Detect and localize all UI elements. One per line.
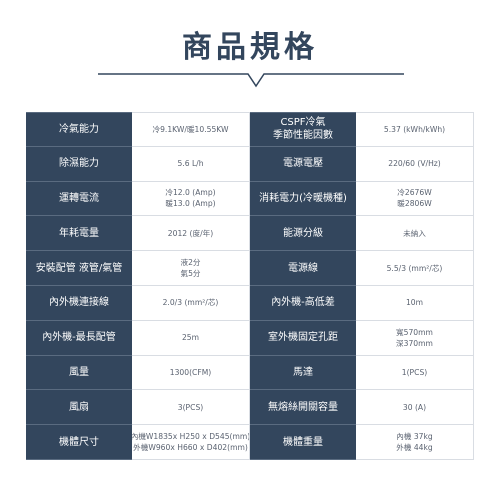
- spec-label-text: 年耗電量: [59, 227, 99, 239]
- spec-label: 冷氣能力: [26, 112, 132, 147]
- spec-label: 內外機連接線: [26, 285, 132, 321]
- spec-label: 消耗電力(冷暖機種): [250, 181, 356, 217]
- spec-label-text: 運轉電流: [59, 192, 99, 204]
- spec-value-text: 10m: [405, 298, 424, 308]
- spec-label: 風量: [26, 355, 132, 391]
- spec-value-text: 內機 37kg: [396, 432, 433, 442]
- spec-value: 未納入: [356, 216, 474, 252]
- spec-label-text: 機體尺寸: [59, 436, 99, 448]
- spec-label: 內外機-最長配管: [26, 320, 132, 356]
- spec-value-text: 氣5分: [180, 269, 201, 279]
- spec-value-text: 1(PCS): [401, 367, 428, 377]
- spec-label: 馬達: [250, 355, 356, 391]
- spec-label: CSPF冷氣季節性能因數: [250, 112, 356, 147]
- spec-value: 1(PCS): [356, 355, 474, 391]
- spec-value-text: 冷12.0 (Amp): [165, 188, 216, 198]
- spec-label: 機體重量: [250, 425, 356, 460]
- spec-label-text: CSPF冷氣: [280, 117, 326, 129]
- spec-label: 除濕能力: [26, 146, 132, 182]
- spec-label: 室外機固定孔距: [250, 320, 356, 356]
- spec-value-text: 220/60 (V/Hz): [388, 159, 441, 169]
- spec-value-text: 2012 (度/年): [167, 228, 214, 238]
- spec-value-text: 2.0/3 (mm²/芯): [162, 298, 219, 308]
- spec-label: 內外機-高低差: [250, 285, 356, 321]
- spec-value: 5.5/3 (mm²/芯): [356, 251, 474, 286]
- spec-label: 電源線: [250, 251, 356, 286]
- spec-value-text: 25m: [181, 333, 200, 343]
- spec-label-text: 內外機-最長配管: [42, 332, 116, 344]
- spec-label: 無熔絲開關容量: [250, 390, 356, 426]
- spec-value: 5.6 L/h: [132, 146, 250, 182]
- spec-value-text: 外機W960x H660 x D402(mm): [133, 443, 248, 453]
- spec-value: 冷9.1KW/暖10.55KW: [132, 112, 250, 147]
- spec-value-text: 30 (A): [402, 402, 427, 412]
- spec-value-text: 冷2676W: [397, 188, 432, 198]
- spec-label-text: 馬達: [293, 366, 313, 378]
- spec-label: 安裝配管 液管/氣管: [26, 251, 132, 286]
- spec-value-text: 冷9.1KW/暖10.55KW: [152, 124, 229, 134]
- spec-label: 電源電壓: [250, 146, 356, 182]
- spec-value: 10m: [356, 285, 474, 321]
- spec-value: 2.0/3 (mm²/芯): [132, 285, 250, 321]
- spec-value: 內機W1835x H250 x D545(mm)外機W960x H660 x D…: [132, 425, 250, 460]
- title-divider: [98, 73, 404, 88]
- spec-value: 220/60 (V/Hz): [356, 146, 474, 182]
- spec-label: 運轉電流: [26, 181, 132, 217]
- spec-value: 30 (A): [356, 390, 474, 426]
- spec-value-text: 寬570mm: [396, 327, 433, 337]
- spec-label-text: 季節性能因數: [273, 130, 333, 142]
- spec-label: 年耗電量: [26, 216, 132, 252]
- page-title: 商品規格: [182, 30, 318, 65]
- spec-value-text: 暖2806W: [397, 199, 432, 209]
- spec-label-text: 室外機固定孔距: [268, 332, 338, 344]
- spec-value-text: 5.5/3 (mm²/芯): [386, 263, 443, 273]
- spec-value-text: 5.6 L/h: [177, 159, 204, 169]
- spec-value-text: 未納入: [403, 228, 426, 238]
- spec-label-text: 冷氣能力: [59, 123, 99, 135]
- spec-label-text: 內外機-高低差: [271, 297, 335, 309]
- spec-label-text: 除濕能力: [59, 158, 99, 170]
- spec-value-text: 液2分: [180, 258, 201, 268]
- spec-value-text: 1300(CFM): [169, 367, 212, 377]
- spec-value-text: 5.37 (kWh/kWh): [383, 124, 446, 134]
- spec-table: 冷氣能力 冷9.1KW/暖10.55KW CSPF冷氣季節性能因數 5.37 (kWh…: [26, 112, 474, 460]
- spec-label-text: 風扇: [69, 401, 89, 413]
- spec-label-text: 安裝配管 液管/氣管: [35, 262, 123, 274]
- spec-label-text: 能源分級: [283, 227, 323, 239]
- spec-label-text: 電源電壓: [283, 158, 323, 170]
- spec-value: 25m: [132, 320, 250, 356]
- spec-label-text: 內外機連接線: [49, 297, 109, 309]
- spec-label-text: 電源線: [288, 262, 318, 274]
- spec-value-text: 深370mm: [396, 338, 433, 348]
- spec-value: 冷12.0 (Amp)暖13.0 (Amp): [132, 181, 250, 217]
- spec-label: 風扇: [26, 390, 132, 426]
- spec-label: 能源分級: [250, 216, 356, 252]
- spec-value-text: 內機W1835x H250 x D545(mm): [132, 432, 250, 442]
- spec-label-text: 無熔絲開關容量: [268, 401, 338, 413]
- spec-value: 液2分氣5分: [132, 251, 250, 286]
- spec-label-text: 風量: [69, 366, 89, 378]
- spec-value: 5.37 (kWh/kWh): [356, 112, 474, 147]
- spec-value-text: 外機 44kg: [396, 443, 433, 453]
- spec-value-text: 暖13.0 (Amp): [165, 199, 216, 209]
- spec-label: 機體尺寸: [26, 425, 132, 460]
- spec-value-text: 3(PCS): [177, 402, 204, 412]
- spec-value: 1300(CFM): [132, 355, 250, 391]
- spec-value: 3(PCS): [132, 390, 250, 426]
- spec-label-text: 機體重量: [283, 436, 323, 448]
- spec-label-text: 消耗電力(冷暖機種): [259, 192, 347, 204]
- spec-value: 2012 (度/年): [132, 216, 250, 252]
